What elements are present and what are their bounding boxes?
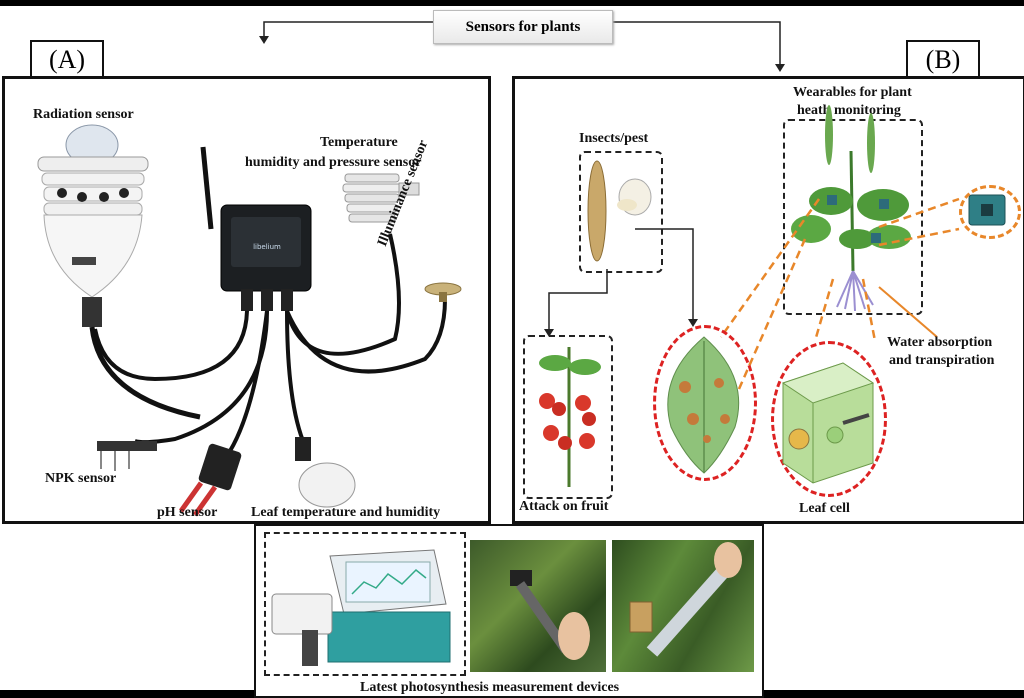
- panel-c: Latest photosynthesis measurement device…: [254, 524, 764, 698]
- infected-leaf-circle: [653, 325, 757, 481]
- label-leaf-temperature: Leaf temperature and humidity: [251, 505, 441, 520]
- handheld-device-illustration-2: [629, 542, 742, 657]
- label-leaf-cell: Leaf cell: [799, 501, 850, 516]
- figure-canvas: Sensors for plants (A) libelium: [0, 6, 1024, 698]
- tomato-plant-illustration: [539, 347, 601, 487]
- gas-analyzer-box: [264, 532, 466, 676]
- gas-analyzer-illustration: [271, 549, 451, 666]
- wearables-box: [783, 119, 923, 315]
- panel-b-tag: (B): [906, 40, 980, 80]
- panel-a: libelium: [2, 76, 491, 524]
- insects-box: [579, 151, 663, 273]
- attack-on-fruit-box: [523, 335, 613, 499]
- plant-illustration: [791, 105, 911, 312]
- label-wearables-line1: Wearables for plant: [793, 85, 912, 100]
- label-ph-sensor: pH sensor: [157, 505, 218, 520]
- label-photosynthesis-devices: Latest photosynthesis measurement device…: [360, 680, 620, 695]
- figure-title: Sensors for plants: [433, 10, 613, 44]
- chip-icon: [968, 194, 1006, 226]
- label-radiation-sensor: Radiation sensor: [33, 107, 134, 122]
- handheld-device-illustration-1: [510, 570, 590, 660]
- svg-text:libelium: libelium: [253, 243, 281, 251]
- panel-a-tag: (A): [30, 40, 104, 80]
- label-temperature-line1: Temperature: [320, 135, 398, 150]
- label-insects-pest: Insects/pest: [579, 131, 649, 146]
- sensor-hub-illustration: libelium: [93, 146, 462, 517]
- label-temperature-line2: humidity and pressure sensor: [245, 155, 422, 170]
- title-connectors: [259, 21, 785, 72]
- panel-b: Wearables for plant heath monitoring Ins…: [512, 76, 1024, 524]
- wearable-chip-circle: [959, 185, 1021, 239]
- label-water-line1: Water absorption: [887, 335, 993, 350]
- radiation-sensor-illustration: [37, 124, 201, 420]
- label-npk-sensor: NPK sensor: [45, 471, 117, 486]
- leaf-cell-illustration: [781, 362, 875, 484]
- leaf-cell-circle: [771, 341, 887, 497]
- label-attack-on-fruit: Attack on fruit: [519, 499, 609, 514]
- infected-leaf-illustration: [667, 336, 740, 474]
- label-wearables-line2: heath monitoring: [797, 103, 901, 118]
- label-water-line2: and transpiration: [889, 353, 995, 368]
- insects-illustration: [587, 160, 652, 262]
